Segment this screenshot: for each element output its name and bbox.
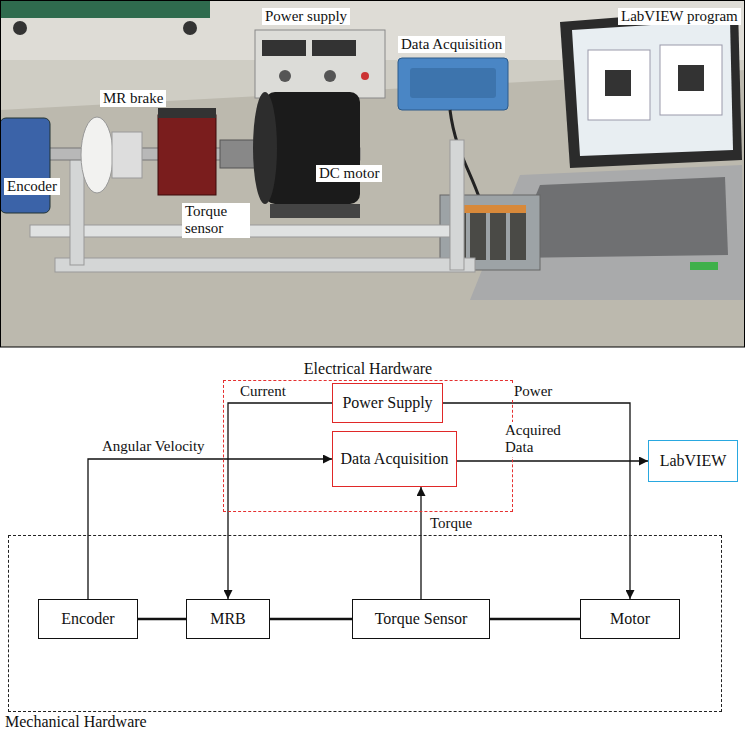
signal-arrow [228, 403, 332, 599]
laptop-part [572, 20, 733, 156]
power-supply-unit-part [324, 70, 336, 82]
box-label: Power Supply [342, 394, 432, 412]
dc-motor-device-part [253, 92, 277, 204]
component-box: Torque Sensor [352, 599, 490, 639]
photo-background-part [0, 0, 210, 18]
part-label: LabVIEW program [618, 8, 741, 25]
laptop-part [588, 50, 650, 120]
laptop-part [690, 262, 718, 270]
shaft-link [138, 618, 186, 621]
signal-label: Acquired Data [503, 422, 573, 457]
component-box: MRB [186, 599, 270, 639]
power-supply-unit-part [262, 40, 306, 56]
component-box: Motor [580, 599, 680, 639]
daq-module-part [410, 68, 496, 98]
laptop-part [678, 65, 704, 91]
laptop-part [510, 177, 728, 258]
power-supply-unit-part [312, 40, 356, 56]
part-label: Power supply [262, 8, 350, 25]
process-box: Data Acquisition [332, 431, 457, 487]
laptop-part [605, 70, 631, 96]
power-supply-unit-part [361, 72, 369, 80]
terminal-block-part [510, 205, 526, 260]
part-label: Data Acquisition [398, 36, 505, 53]
dc-motor-device-part [265, 92, 360, 204]
encoder-device [0, 118, 50, 213]
shaft-link [270, 618, 352, 621]
terminal-block-part [490, 205, 506, 260]
power-supply-unit-part [255, 30, 385, 98]
mr-brake [81, 117, 142, 193]
process-box: Power Supply [332, 383, 443, 423]
signal-label: Power [512, 383, 554, 400]
signal-arrow [88, 459, 332, 599]
torque-sensor-device [158, 108, 216, 195]
signal-label: Angular Velocity [100, 438, 207, 455]
box-label: Motor [610, 610, 650, 628]
power-supply-unit [255, 30, 385, 98]
dc-motor-device [220, 92, 360, 218]
box-label: Data Acquisition [341, 450, 449, 468]
dc-motor-device-part [270, 204, 360, 218]
mr-brake-part [81, 117, 113, 193]
laptop-part [470, 165, 745, 300]
photo-background-part [183, 21, 197, 35]
box-label: Encoder [61, 610, 114, 628]
part-label: MR brake [100, 90, 166, 107]
signal-arrow [457, 460, 648, 461]
torque-sensor-device-part [158, 115, 216, 195]
part-label: Encoder [4, 178, 60, 195]
torque-sensor-device-part [158, 108, 216, 118]
power-supply-unit-part [279, 70, 291, 82]
signal-label: Current [238, 383, 288, 400]
box-label: Torque Sensor [375, 610, 468, 628]
aluminium-frame-part [55, 258, 475, 272]
laptop-part [560, 8, 742, 168]
box-label: LabVIEW [660, 452, 727, 470]
photo-background-part [13, 21, 27, 35]
signal-arrow [443, 403, 630, 599]
terminal-block-part [470, 205, 486, 260]
signal-label: Torque [428, 515, 474, 532]
laptop [470, 8, 745, 300]
software-box: LabVIEW [648, 440, 738, 482]
aluminium-frame-part [450, 140, 464, 270]
laptop-part [660, 45, 722, 115]
mr-brake-part [112, 132, 142, 178]
hardware-group: Mechanical HardwareEncoderMRBTorque Sens… [8, 535, 722, 712]
component-box: Encoder [38, 599, 138, 639]
box-label: MRB [210, 610, 246, 628]
photo-background-part [0, 0, 745, 347]
part-label: Torque sensor [182, 203, 250, 238]
photo-background [0, 0, 745, 347]
daq-module-part [398, 58, 508, 110]
group-heading: Mechanical Hardware [5, 713, 147, 731]
photo-border [1, 1, 745, 348]
part-label: DC motor [316, 165, 382, 182]
shaft-link [490, 618, 580, 621]
encoder-device-part [0, 118, 50, 213]
group-heading: Electrical Hardware [224, 360, 512, 378]
signal-arrow [420, 487, 421, 599]
